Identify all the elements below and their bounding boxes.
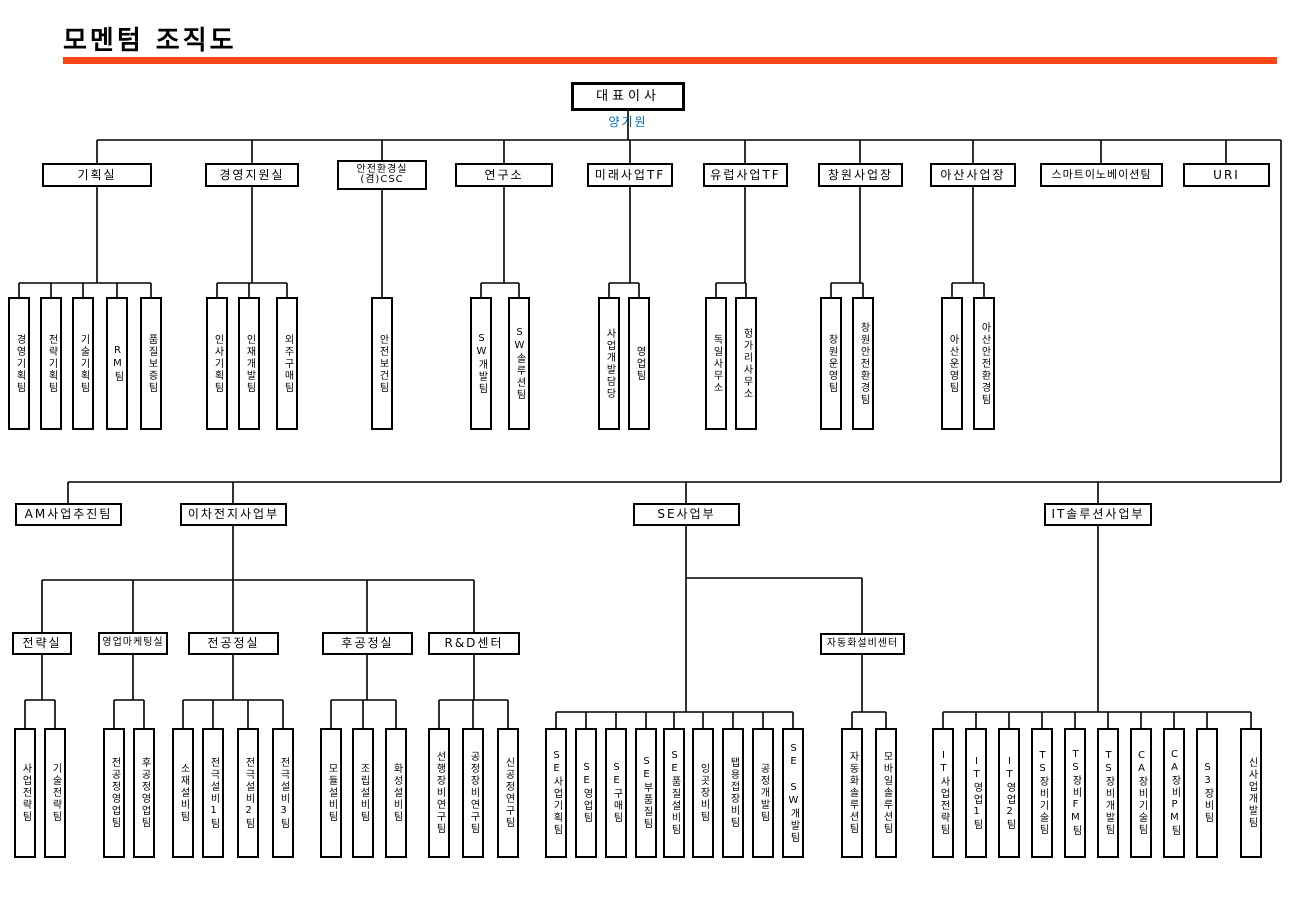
team-box: 전극설비3팀 <box>272 728 294 858</box>
team-box: SW솔루션팀 <box>508 297 530 430</box>
node-smart-innovation-team: 스마트이노베이션팀 <box>1040 163 1163 187</box>
node-se-division: SE사업부 <box>633 503 740 526</box>
team-box: 자동화솔루션팀 <box>841 728 863 858</box>
team-box: 창원운영팀 <box>820 297 842 430</box>
node-am-business-promotion-team: AM사업추진팀 <box>15 503 122 526</box>
team-box: SE사업기획팀 <box>545 728 567 858</box>
node-automation-equipment-center: 자동화설비센터 <box>820 633 905 655</box>
node-changwon-site: 창원사업장 <box>818 163 903 187</box>
ceo-name: 양기원 <box>608 115 648 129</box>
team-box: 기술기획팀 <box>72 297 94 430</box>
team-box: 후공정영업팀 <box>133 728 155 858</box>
team-box: S3장비팀 <box>1196 728 1218 858</box>
team-box: 모바일솔루션팀 <box>875 728 897 858</box>
team-box: TS장비기술팀 <box>1031 728 1053 858</box>
team-box: 인재개발팀 <box>238 297 260 430</box>
team-box: 독일사무소 <box>705 297 727 430</box>
team-box: 아산안전환경팀 <box>973 297 995 430</box>
team-box: 인사기획팀 <box>206 297 228 430</box>
team-box: TS장비개발팀 <box>1097 728 1119 858</box>
team-box: 외주구매팀 <box>276 297 298 430</box>
team-box: 조립설비팀 <box>352 728 374 858</box>
team-box: 공정장비연구팀 <box>462 728 484 858</box>
node-front-process-office: 전공정실 <box>188 632 279 655</box>
node-europe-business-tf: 유럽사업TF <box>703 163 788 187</box>
team-box: 전공정영업팀 <box>103 728 125 858</box>
ceo-label: 대표이사 <box>596 88 660 104</box>
team-box: 사업개발담당 <box>598 297 620 430</box>
team-box: 탭용접장비팀 <box>722 728 744 858</box>
node-sales-marketing-office: 영업마케팅실 <box>98 632 168 655</box>
team-box: 전극설비2팀 <box>237 728 259 858</box>
team-box: SE구매팀 <box>605 728 627 858</box>
node-research-institute: 연구소 <box>455 163 553 187</box>
team-box: 잉곳장비팀 <box>692 728 714 858</box>
team-box: 소재설비팀 <box>172 728 194 858</box>
team-box: 화성설비팀 <box>385 728 407 858</box>
team-box: IT영업1팀 <box>965 728 987 858</box>
team-box: 기술전략팀 <box>44 728 66 858</box>
title-underline-bar <box>63 57 1277 64</box>
team-box: 사업전략팀 <box>14 728 36 858</box>
node-back-process-office: 후공정실 <box>322 632 413 655</box>
team-box: SE부품질팀 <box>635 728 657 858</box>
team-box: 품질보증팀 <box>140 297 162 430</box>
team-box: 전략기획팀 <box>40 297 62 430</box>
node-uri: URI <box>1183 163 1270 187</box>
team-box: 창원안전환경팀 <box>852 297 874 430</box>
team-box: 헝가리사무소 <box>735 297 757 430</box>
team-box: 안전보건팀 <box>371 297 393 430</box>
team-box: 영업팀 <box>628 297 650 430</box>
team-box: 신공정연구팀 <box>497 728 519 858</box>
node-future-business-tf: 미래사업TF <box>587 163 673 187</box>
node-rnd-center: R&D센터 <box>428 632 520 655</box>
team-box: 전극설비1팀 <box>202 728 224 858</box>
team-box: TS장비FM팀 <box>1064 728 1086 858</box>
node-mgmt-support-office: 경영지원실 <box>205 163 299 187</box>
team-box: CA장비PM팀 <box>1163 728 1185 858</box>
team-box: 선행장비연구팀 <box>428 728 450 858</box>
team-box: 신사업개발팀 <box>1240 728 1262 858</box>
node-planning-office: 기획실 <box>42 163 152 187</box>
team-box: SW개발팀 <box>470 297 492 430</box>
node-asan-site: 아산사업장 <box>930 163 1016 187</box>
node-it-solution-division: IT솔루션사업부 <box>1044 503 1152 526</box>
team-box: 공정개발팀 <box>752 728 774 858</box>
team-box: IT사업전략팀 <box>932 728 954 858</box>
team-box: IT영업2팀 <box>998 728 1020 858</box>
team-box: 모듈설비팀 <box>320 728 342 858</box>
team-box: 경영기획팀 <box>8 297 30 430</box>
node-ceo: 대표이사 <box>571 82 685 111</box>
team-box: CA장비기술팀 <box>1130 728 1152 858</box>
node-safety-env-office: 안전환경실 (겸)CSC <box>337 160 427 190</box>
node-battery-division: 이차전지사업부 <box>180 503 287 526</box>
team-box: SE영업팀 <box>575 728 597 858</box>
page-title: 모멘텀 조직도 <box>63 26 237 56</box>
team-box: SE SW개발팀 <box>782 728 804 858</box>
team-box: 아산운영팀 <box>941 297 963 430</box>
team-box: RM팀 <box>106 297 128 430</box>
node-strategy-office: 전략실 <box>12 632 72 655</box>
team-box: SE품질설비팀 <box>663 728 685 858</box>
